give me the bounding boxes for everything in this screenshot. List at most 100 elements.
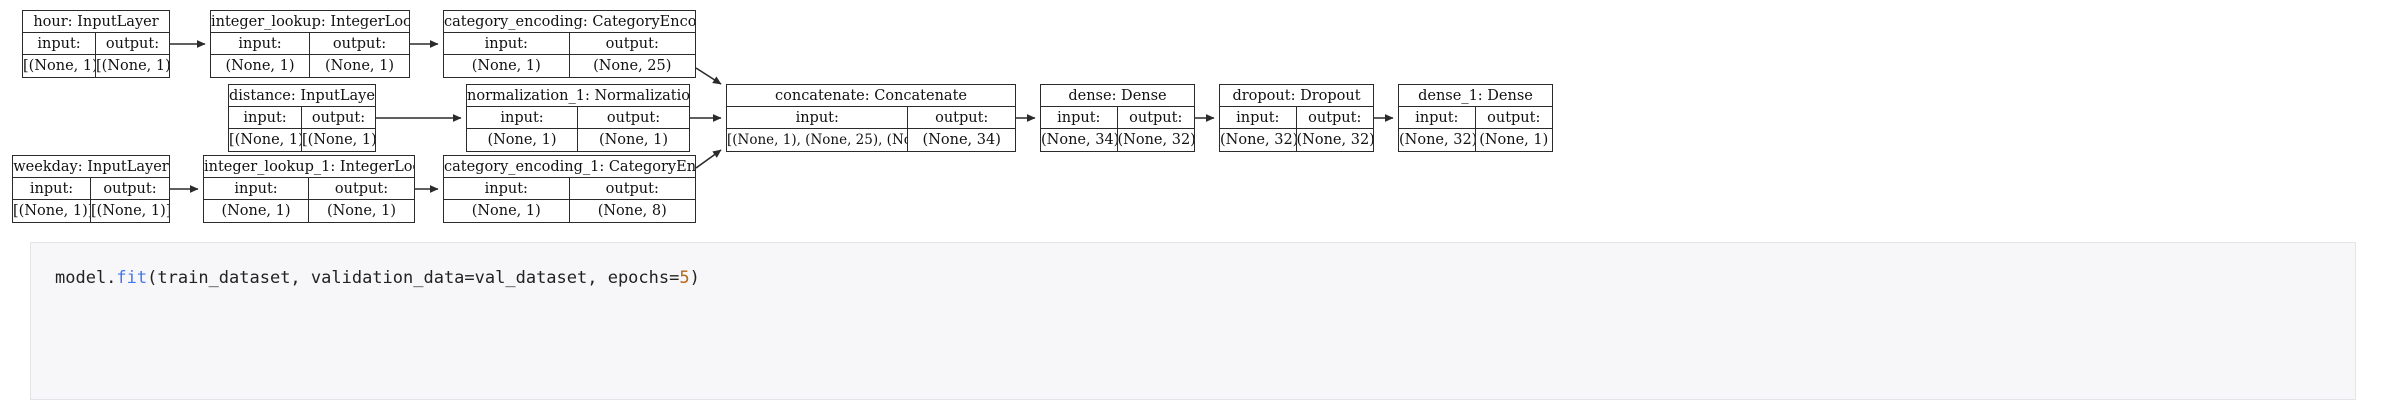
output-shape: (None, 34) bbox=[922, 132, 1001, 148]
output-label: output: bbox=[311, 110, 366, 126]
node-dense_1[interactable]: dense_1: Dense input: output: (None, 32)… bbox=[1398, 84, 1553, 152]
node-title: integer_lookup_1: IntegerLookup bbox=[204, 156, 414, 178]
edge-category_encoding_1-concatenate bbox=[695, 149, 722, 169]
output-label: output: bbox=[1129, 110, 1183, 126]
node-io-shapes: (None, 34) (None, 32) bbox=[1041, 129, 1194, 151]
node-title: normalization_1: Normalization bbox=[467, 85, 689, 107]
node-io-shapes: [(None, 1)] [(None, 1)] bbox=[229, 129, 375, 151]
input-shape: [(None, 1), (None, 25), (None, 8)] bbox=[727, 129, 909, 151]
input-shape: (None, 1) bbox=[444, 55, 570, 77]
input-label: input: bbox=[467, 107, 578, 128]
output-label: output: bbox=[606, 110, 661, 126]
node-concatenate[interactable]: concatenate: Concatenate input: output: … bbox=[726, 84, 1016, 152]
output-label: output: bbox=[105, 36, 160, 52]
input-shape: (None, 1) bbox=[211, 55, 310, 77]
code-prefix: model. bbox=[55, 268, 117, 288]
code-suffix: ) bbox=[689, 268, 700, 288]
node-title: concatenate: Concatenate bbox=[727, 85, 1015, 107]
output-label: output: bbox=[935, 110, 989, 126]
input-label: input: bbox=[211, 33, 310, 54]
input-shape: [(None, 1)] bbox=[13, 200, 91, 222]
input-shape: (None, 32) bbox=[1399, 129, 1476, 151]
code-function-name: fit bbox=[116, 268, 148, 288]
node-io-shapes: [(None, 1), (None, 25), (None, 8)] (None… bbox=[727, 129, 1015, 151]
node-title: dense_1: Dense bbox=[1399, 85, 1552, 107]
node-title: category_encoding: CategoryEncoding bbox=[444, 11, 695, 33]
node-io-labels: input: output: bbox=[229, 107, 375, 129]
input-shape: [(None, 1)] bbox=[229, 129, 302, 151]
node-dropout[interactable]: dropout: Dropout input: output: (None, 3… bbox=[1219, 84, 1374, 152]
input-label: input: bbox=[204, 178, 309, 199]
input-shape: [(None, 1)] bbox=[23, 55, 96, 77]
output-shape: [(None, 1)] bbox=[96, 58, 169, 74]
input-shape: (None, 32) bbox=[1220, 129, 1297, 151]
node-distance[interactable]: distance: InputLayer input: output: [(No… bbox=[228, 84, 376, 152]
node-io-labels: input: output: bbox=[211, 33, 409, 55]
output-shape: (None, 1) bbox=[1479, 132, 1549, 148]
node-io-shapes: (None, 1) (None, 8) bbox=[444, 200, 695, 222]
output-shape: (None, 1) bbox=[326, 203, 397, 219]
output-label: output: bbox=[332, 36, 387, 52]
input-label: input: bbox=[13, 178, 91, 199]
input-shape: (None, 1) bbox=[204, 200, 309, 222]
edge-category_encoding-concatenate bbox=[695, 67, 722, 85]
node-title: hour: InputLayer bbox=[23, 11, 169, 33]
output-label: output: bbox=[605, 181, 659, 197]
node-normalization_1[interactable]: normalization_1: Normalization input: ou… bbox=[466, 84, 690, 152]
node-title: dense: Dense bbox=[1041, 85, 1194, 107]
input-shape: (None, 1) bbox=[467, 129, 578, 151]
output-shape: (None, 32) bbox=[1117, 132, 1195, 148]
output-shape: [(None, 1)] bbox=[91, 203, 169, 219]
output-shape: (None, 32) bbox=[1296, 132, 1374, 148]
node-category_encoding_1[interactable]: category_encoding_1: CategoryEncoding in… bbox=[443, 155, 696, 223]
node-hour[interactable]: hour: InputLayer input: output: [(None, … bbox=[22, 10, 170, 78]
input-label: input: bbox=[727, 107, 909, 128]
node-io-labels: input: output: bbox=[13, 178, 169, 200]
code-epochs-value: 5 bbox=[679, 268, 690, 288]
input-label: input: bbox=[444, 178, 570, 199]
node-io-shapes: (None, 1) (None, 1) bbox=[467, 129, 689, 151]
input-label: input: bbox=[229, 107, 302, 128]
input-label: input: bbox=[1041, 107, 1118, 128]
output-shape: (None, 1) bbox=[324, 58, 395, 74]
output-label: output: bbox=[334, 181, 389, 197]
node-integer_lookup_1[interactable]: integer_lookup_1: IntegerLookup input: o… bbox=[203, 155, 415, 223]
output-label: output: bbox=[605, 36, 659, 52]
node-io-labels: input: output: bbox=[1399, 107, 1552, 129]
node-io-shapes: [(None, 1)] [(None, 1)] bbox=[23, 55, 169, 77]
input-label: input: bbox=[1399, 107, 1476, 128]
node-title: integer_lookup: IntegerLookup bbox=[211, 11, 409, 33]
node-io-labels: input: output: bbox=[467, 107, 689, 129]
output-label: output: bbox=[1487, 110, 1541, 126]
output-shape: (None, 1) bbox=[598, 132, 669, 148]
node-io-labels: input: output: bbox=[1220, 107, 1373, 129]
output-shape: (None, 25) bbox=[593, 58, 672, 74]
output-shape: (None, 8) bbox=[597, 203, 667, 219]
output-shape: [(None, 1)] bbox=[302, 132, 375, 148]
node-io-labels: input: output: bbox=[23, 33, 169, 55]
input-shape: (None, 34) bbox=[1041, 129, 1118, 151]
node-title: dropout: Dropout bbox=[1220, 85, 1373, 107]
node-integer_lookup[interactable]: integer_lookup: IntegerLookup input: out… bbox=[210, 10, 410, 78]
code-cell-pane[interactable]: model.fit(train_dataset, validation_data… bbox=[30, 242, 2356, 400]
node-io-shapes: (None, 32) (None, 1) bbox=[1399, 129, 1552, 151]
input-label: input: bbox=[1220, 107, 1297, 128]
node-weekday[interactable]: weekday: InputLayer input: output: [(Non… bbox=[12, 155, 170, 223]
node-title: category_encoding_1: CategoryEncoding bbox=[444, 156, 695, 178]
node-dense[interactable]: dense: Dense input: output: (None, 34) (… bbox=[1040, 84, 1195, 152]
node-io-shapes: [(None, 1)] [(None, 1)] bbox=[13, 200, 169, 222]
code-line[interactable]: model.fit(train_dataset, validation_data… bbox=[31, 243, 2355, 291]
node-io-shapes: (None, 1) (None, 1) bbox=[211, 55, 409, 77]
code-args: (train_dataset, validation_data=val_data… bbox=[147, 268, 680, 288]
input-shape: (None, 1) bbox=[444, 200, 570, 222]
node-io-labels: input: output: bbox=[444, 33, 695, 55]
node-title: distance: InputLayer bbox=[229, 85, 375, 107]
node-title: weekday: InputLayer bbox=[13, 156, 169, 178]
node-io-shapes: (None, 1) (None, 25) bbox=[444, 55, 695, 77]
input-label: input: bbox=[23, 33, 96, 54]
output-label: output: bbox=[103, 181, 157, 197]
node-io-shapes: (None, 32) (None, 32) bbox=[1220, 129, 1373, 151]
node-category_encoding[interactable]: category_encoding: CategoryEncoding inpu… bbox=[443, 10, 696, 78]
node-io-labels: input: output: bbox=[1041, 107, 1194, 129]
